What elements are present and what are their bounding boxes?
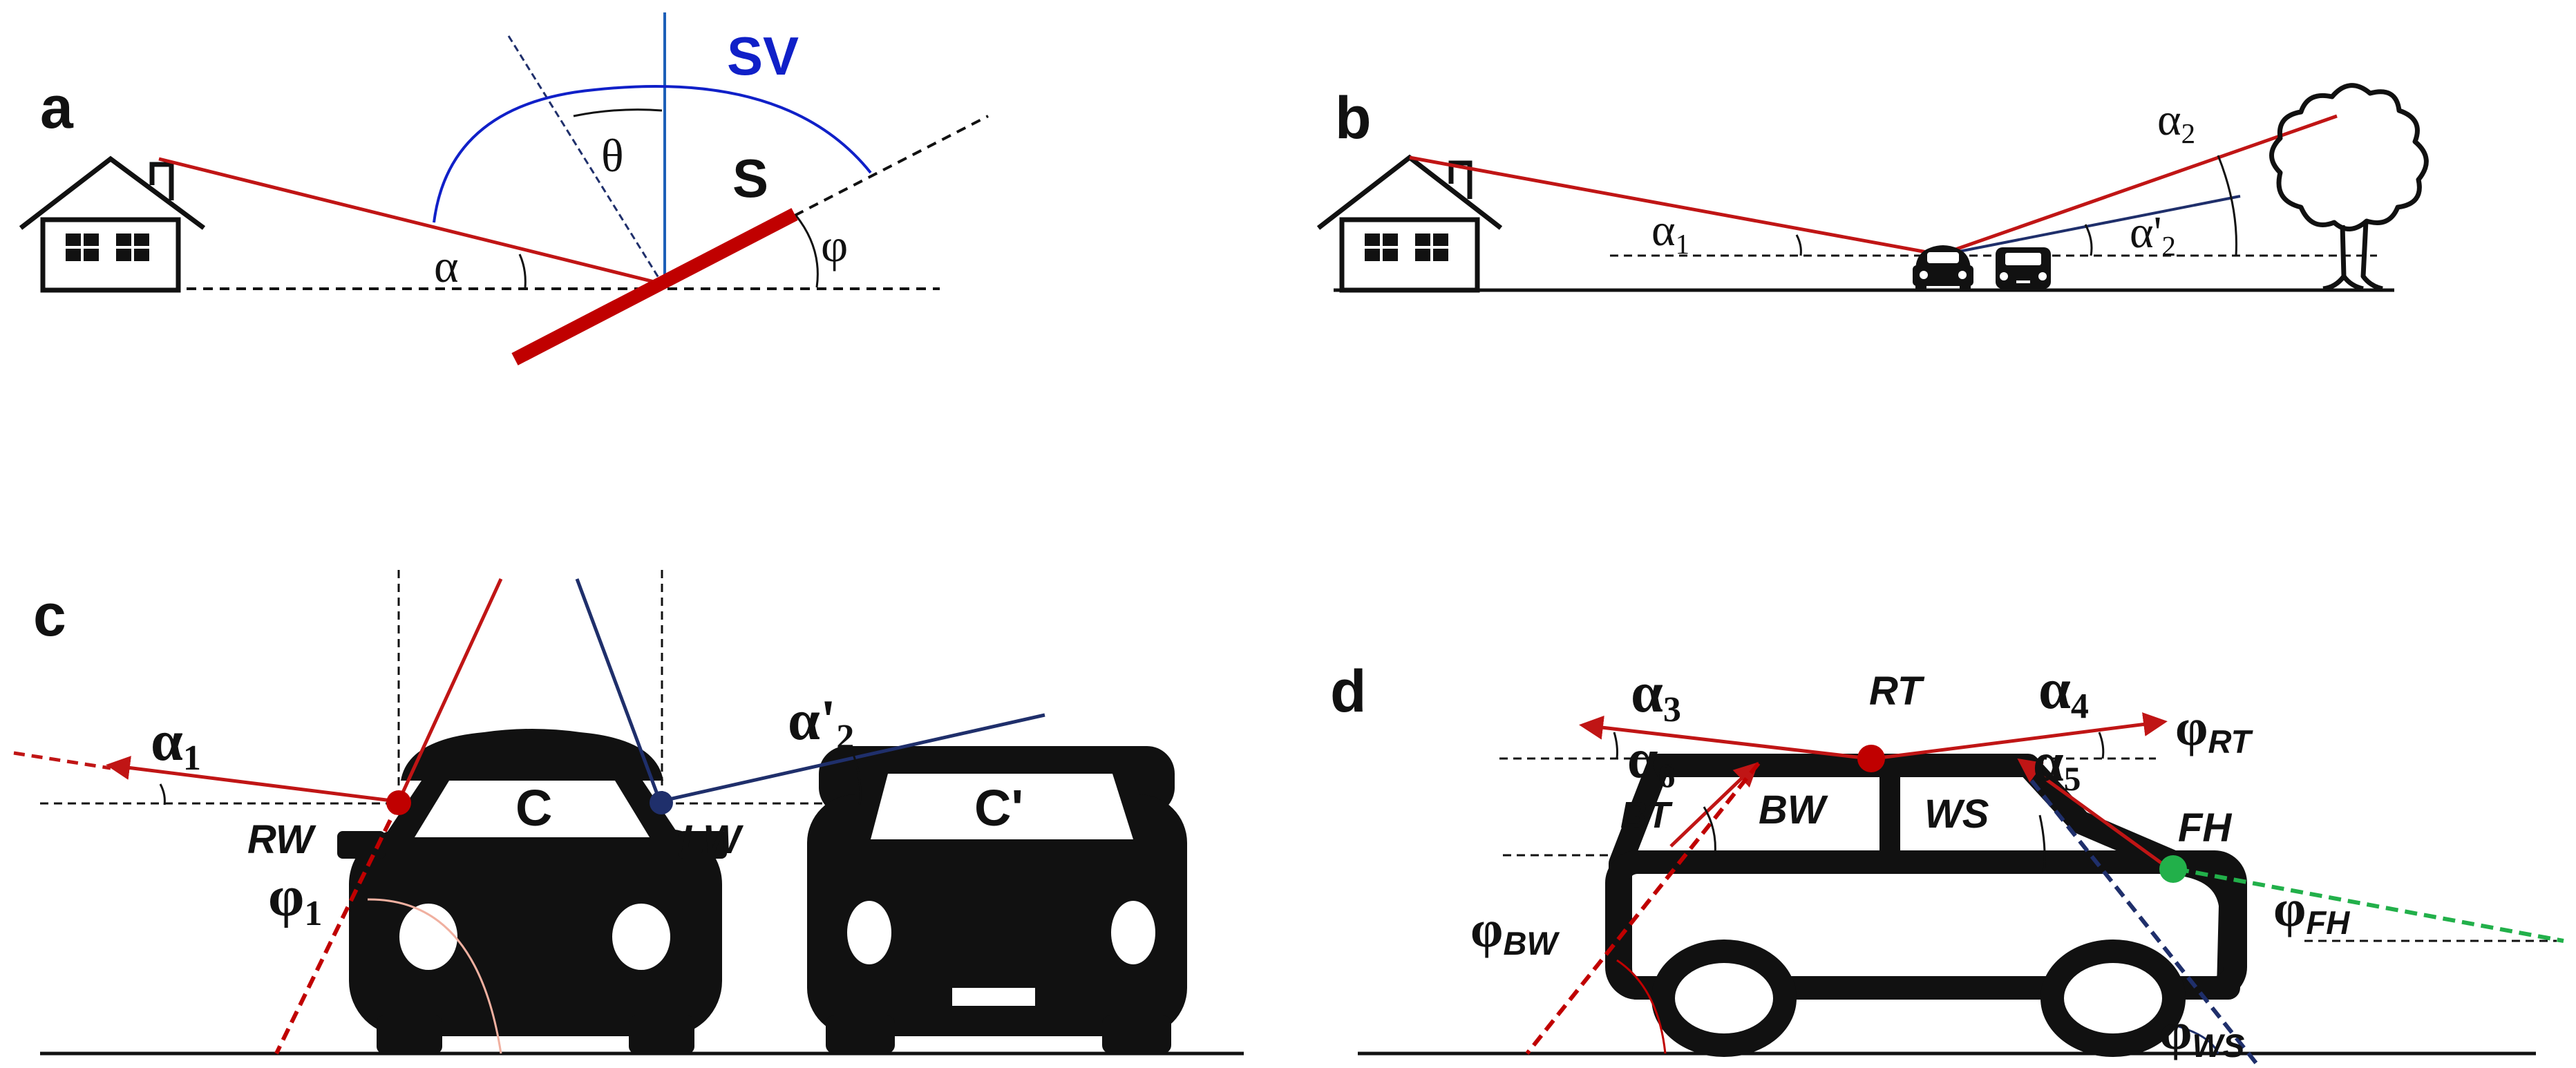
panel-a: a SV — [19, 12, 989, 365]
label-c: C — [515, 779, 552, 837]
alpha4-arc — [2098, 732, 2105, 759]
label-theta: θ — [601, 129, 624, 182]
phi-ws-arc — [2176, 1024, 2219, 1054]
panel-a-letter: a — [40, 75, 74, 141]
label-alpha5: α5 — [2033, 732, 2081, 798]
panel-c-letter: c — [33, 582, 66, 649]
alpha6-arc — [1703, 806, 1716, 856]
label-lw: LW — [681, 817, 744, 862]
car-c — [337, 729, 727, 1053]
house-icon — [19, 155, 206, 293]
tree-icon — [2269, 83, 2429, 292]
sight-line-car — [1944, 195, 2241, 256]
normal-fh — [2176, 867, 2564, 943]
ray-lw-up — [575, 578, 662, 802]
alpha2p-arc — [2084, 224, 2093, 256]
theta-arc — [573, 108, 663, 117]
point-lw — [650, 791, 673, 814]
normal-bw — [1525, 762, 1761, 1055]
label-phi-fh: φFH — [2273, 879, 2350, 941]
ray-rt-right — [1873, 712, 2168, 761]
sight-line — [158, 157, 661, 285]
label-phi: φ — [821, 219, 848, 271]
label-alpha3: α3 — [1631, 660, 1681, 730]
panel-b-letter: b — [1335, 85, 1372, 151]
car-c-small — [1913, 245, 1973, 292]
label-rt: RT — [1869, 669, 1925, 714]
label-alpha2: α2 — [2157, 95, 2195, 149]
phi-bw-arc — [1616, 959, 1667, 1054]
ray-rw-up — [397, 578, 503, 803]
label-sv: SV — [727, 26, 799, 86]
sky-view-arc — [433, 85, 872, 223]
surface-s — [511, 208, 798, 365]
label-alpha2-prime: α'2 — [2130, 207, 2176, 262]
point-fh — [2159, 855, 2187, 883]
point-rt — [1857, 745, 1885, 772]
ray-fh — [2017, 758, 2171, 871]
point-rw — [386, 790, 411, 815]
car-c-prime — [807, 746, 1187, 1053]
ray-rw-left-dashed — [13, 751, 111, 770]
label-bw: BW — [1759, 788, 1828, 832]
label-rw: RW — [247, 817, 316, 862]
normal-line — [507, 35, 661, 280]
sight-line-tree — [1941, 114, 2338, 256]
panel-b: b — [1316, 83, 2429, 293]
normal-ws — [2029, 779, 2262, 1068]
car-c-prime-small — [1996, 247, 2051, 289]
label-alpha1: α1 — [1651, 205, 1689, 260]
panel-c: c — [13, 570, 1244, 1056]
label-alpha6: α6 — [1627, 729, 1675, 794]
sight-line-house — [1409, 155, 1939, 256]
ray-rt-left — [1579, 715, 1870, 761]
label-phi-bw: φBW — [1470, 900, 1560, 962]
alpha1-arc — [1795, 234, 1802, 256]
house-icon — [1316, 154, 1503, 293]
label-c-prime: C' — [974, 779, 1023, 837]
panel-d: d α3 — [1330, 657, 2564, 1068]
alpha1-arc — [159, 783, 166, 805]
label-ws: WS — [1924, 792, 1989, 837]
ray-rw-left — [106, 756, 398, 803]
label-phi1: φ1 — [268, 864, 322, 933]
ray-lw-right — [659, 713, 1045, 803]
label-alpha: α — [434, 240, 459, 292]
phi1-arc — [367, 898, 502, 1054]
label-s: S — [732, 148, 768, 209]
ray-bw — [1669, 762, 1759, 848]
label-phi-rt: φRT — [2175, 698, 2254, 760]
phi-arc — [795, 215, 819, 288]
surface-extension — [794, 115, 989, 217]
label-alpha4: α4 — [2038, 657, 2089, 726]
label-alpha2-prime: α'2 — [788, 688, 854, 757]
alpha2-arc — [2217, 155, 2237, 256]
label-alpha1: α1 — [151, 709, 201, 778]
label-phi-ws: φWS — [2159, 1002, 2244, 1064]
label-fh: FH — [2178, 805, 2232, 850]
alpha-arc — [518, 254, 527, 288]
label-bt: BT — [1620, 794, 1673, 836]
alpha5-arc — [2038, 814, 2046, 873]
alpha2p-arc — [852, 754, 862, 805]
panel-d-letter: d — [1330, 658, 1367, 725]
surface-normal-rw — [274, 801, 401, 1055]
alpha3-arc — [1613, 732, 1618, 759]
